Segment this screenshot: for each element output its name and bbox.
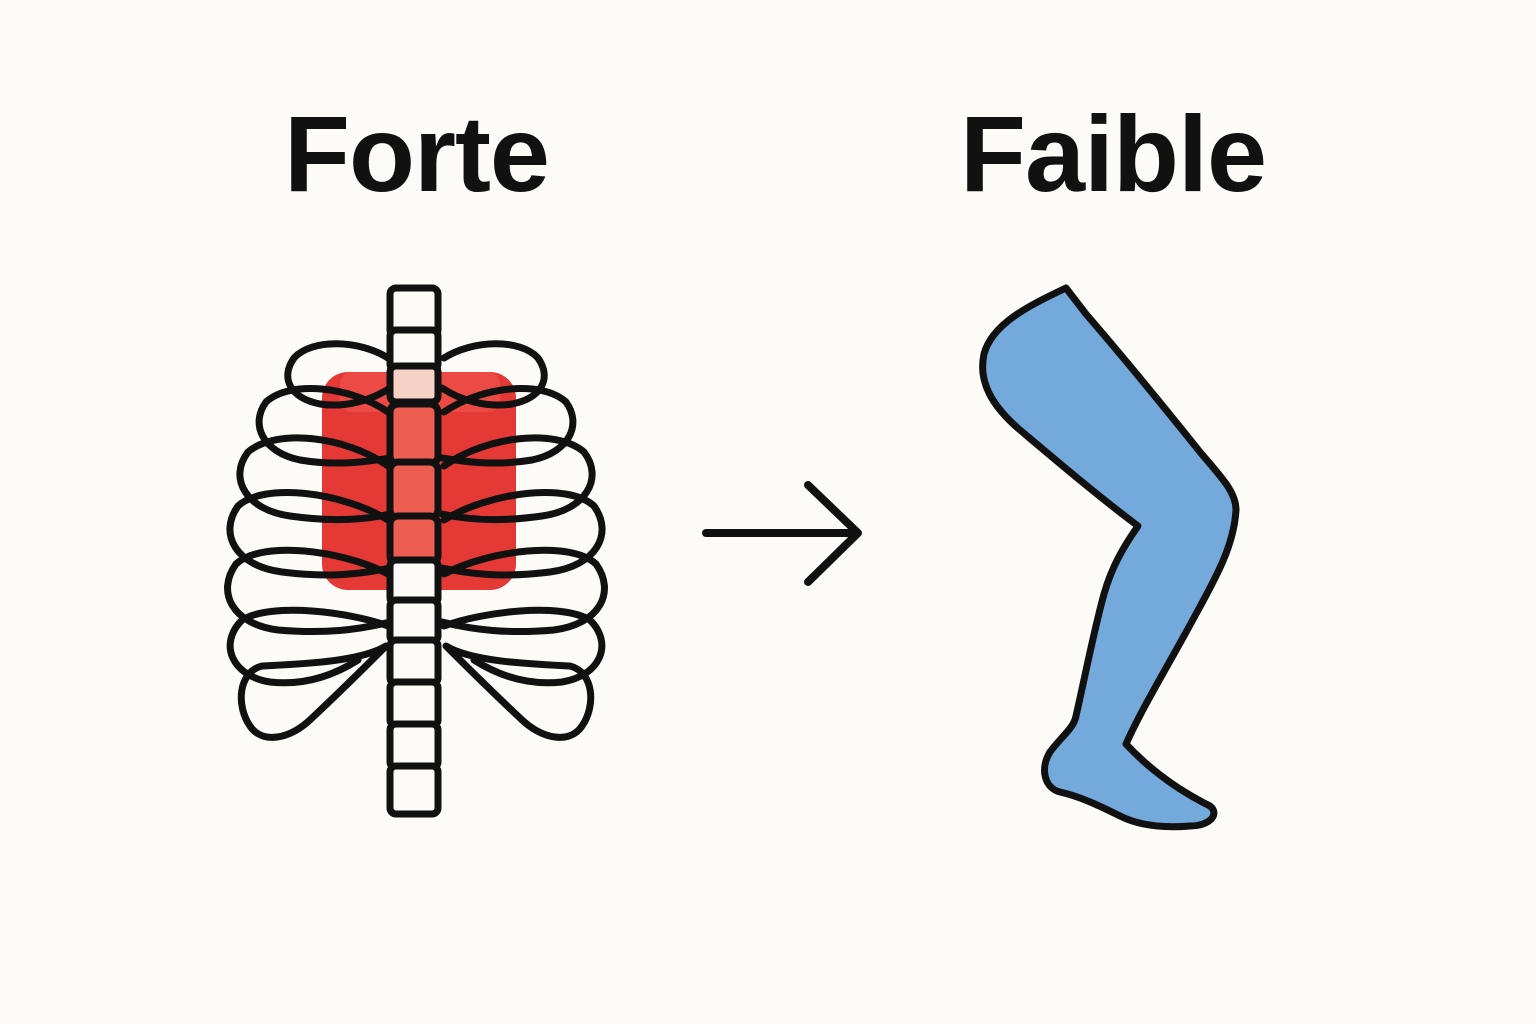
leg-icon — [979, 284, 1240, 831]
rib-left-5 — [224, 546, 394, 636]
rib-right-5 — [438, 546, 608, 636]
rib-left-3 — [236, 434, 394, 524]
label-weak: Faible — [960, 93, 1267, 214]
vertebra — [386, 596, 442, 646]
rib-left-2 — [255, 385, 394, 467]
spine — [386, 284, 442, 818]
rib-left-6 — [226, 606, 392, 687]
rib-right-7 — [442, 642, 595, 741]
vertebra — [386, 362, 442, 406]
rib-right-4 — [438, 488, 606, 579]
vertebra — [386, 678, 442, 730]
rib-left-4 — [226, 488, 394, 579]
rib-right-3 — [438, 434, 596, 524]
ribcage-icon — [224, 284, 608, 818]
rib-left-1 — [284, 340, 394, 409]
rib-left-7 — [237, 642, 390, 741]
vertebra — [386, 762, 442, 818]
vertebra — [386, 720, 442, 772]
rib-right-1 — [438, 340, 548, 409]
arrow-right-icon — [702, 481, 862, 586]
ribs-right — [438, 340, 608, 741]
rib-right-2 — [438, 385, 577, 467]
label-strong: Forte — [284, 93, 550, 214]
vertebra — [386, 636, 442, 688]
ribs-left — [224, 340, 394, 741]
vertebra — [386, 400, 442, 468]
rib-right-6 — [440, 606, 606, 687]
vertebra — [386, 458, 442, 522]
